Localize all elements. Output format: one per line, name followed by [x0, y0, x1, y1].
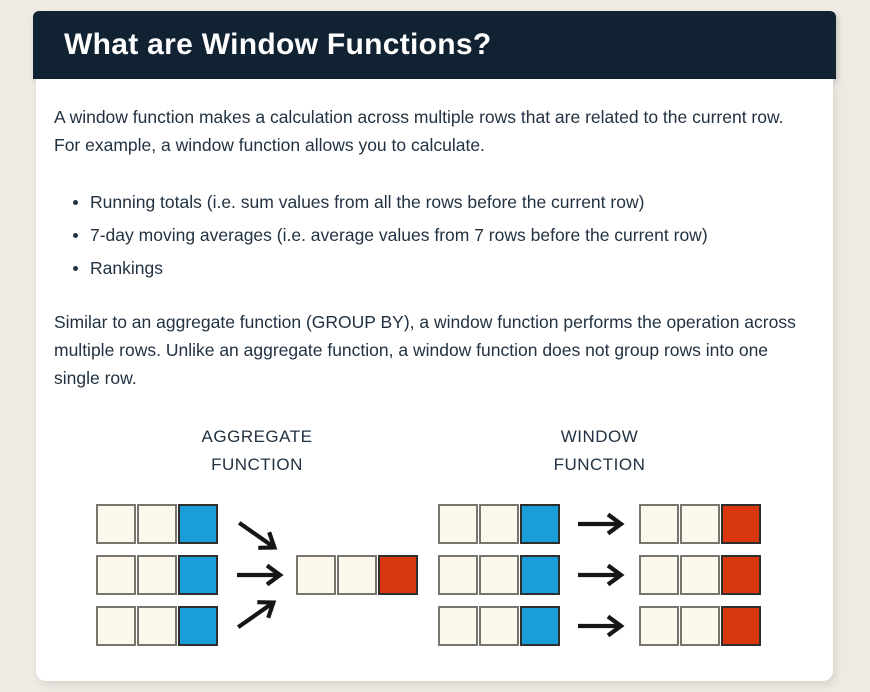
cream-cell — [639, 606, 679, 646]
cream-cell — [479, 504, 519, 544]
blue-cell — [178, 555, 218, 595]
aggregate-input-rows — [96, 504, 218, 646]
cream-cell — [438, 555, 478, 595]
cell-row — [438, 504, 560, 544]
cream-cell — [137, 555, 177, 595]
cream-cell — [96, 606, 136, 646]
comparison-diagram: AGGREGATE FUNCTION WINDOW FUNCTION — [54, 423, 807, 646]
cream-cell — [137, 504, 177, 544]
cream-cell — [337, 555, 377, 595]
arrow-icon — [236, 600, 277, 629]
page-title: What are Window Functions? — [64, 28, 492, 61]
cream-cell — [479, 555, 519, 595]
red-cell — [721, 504, 761, 544]
blue-cell — [520, 606, 560, 646]
cell-row — [438, 555, 560, 595]
arrow-icon — [237, 521, 278, 550]
window-mapping-row — [438, 606, 761, 646]
cream-cell — [137, 606, 177, 646]
window-function-section: WINDOW FUNCTION — [438, 423, 761, 646]
card-content: A window function makes a calculation ac… — [36, 79, 833, 646]
cream-cell — [96, 555, 136, 595]
aggregate-output-row — [296, 555, 418, 595]
intro-paragraph: A window function makes a calculation ac… — [54, 107, 784, 155]
arrow-icon — [237, 563, 284, 587]
cream-cell — [639, 555, 679, 595]
cell-row — [96, 504, 218, 544]
window-mapping-row — [438, 555, 761, 595]
cream-cell — [680, 555, 720, 595]
red-cell — [721, 606, 761, 646]
arrow-icon — [578, 614, 625, 638]
cream-cell — [479, 606, 519, 646]
cream-cell — [438, 606, 478, 646]
blue-cell — [520, 504, 560, 544]
cream-cell — [680, 606, 720, 646]
blue-cell — [520, 555, 560, 595]
cell-row — [296, 555, 418, 595]
list-item: Rankings — [73, 252, 807, 285]
blue-cell — [178, 606, 218, 646]
cell-row — [639, 504, 761, 544]
title-bar: What are Window Functions? — [33, 11, 836, 79]
cream-cell — [296, 555, 336, 595]
cream-cell — [639, 504, 679, 544]
converging-arrows — [218, 504, 296, 646]
window-graphics — [438, 504, 761, 646]
aggregate-graphics — [96, 504, 418, 646]
cream-cell — [438, 504, 478, 544]
red-cell — [378, 555, 418, 595]
aggregate-function-section: AGGREGATE FUNCTION — [96, 423, 418, 646]
cell-row — [639, 606, 761, 646]
arrow-icon — [578, 563, 625, 587]
list-item: 7-day moving averages (i.e. average valu… — [73, 219, 807, 252]
aggregate-function-label: AGGREGATE FUNCTION — [201, 427, 313, 474]
cell-row — [96, 606, 218, 646]
blue-cell — [178, 504, 218, 544]
window-mapping-row — [438, 504, 761, 544]
window-function-label: WINDOW FUNCTION — [553, 427, 646, 474]
cell-row — [96, 555, 218, 595]
cell-row — [639, 555, 761, 595]
red-cell — [721, 555, 761, 595]
cream-cell — [680, 504, 720, 544]
examples-list: Running totals (i.e. sum values from all… — [54, 186, 807, 285]
list-item: Running totals (i.e. sum values from all… — [73, 186, 807, 219]
comparison-paragraph: Similar to an aggregate function (GROUP … — [54, 312, 796, 388]
cell-row — [438, 606, 560, 646]
content-card: A window function makes a calculation ac… — [36, 79, 833, 681]
arrow-icon — [578, 512, 625, 536]
cream-cell — [96, 504, 136, 544]
